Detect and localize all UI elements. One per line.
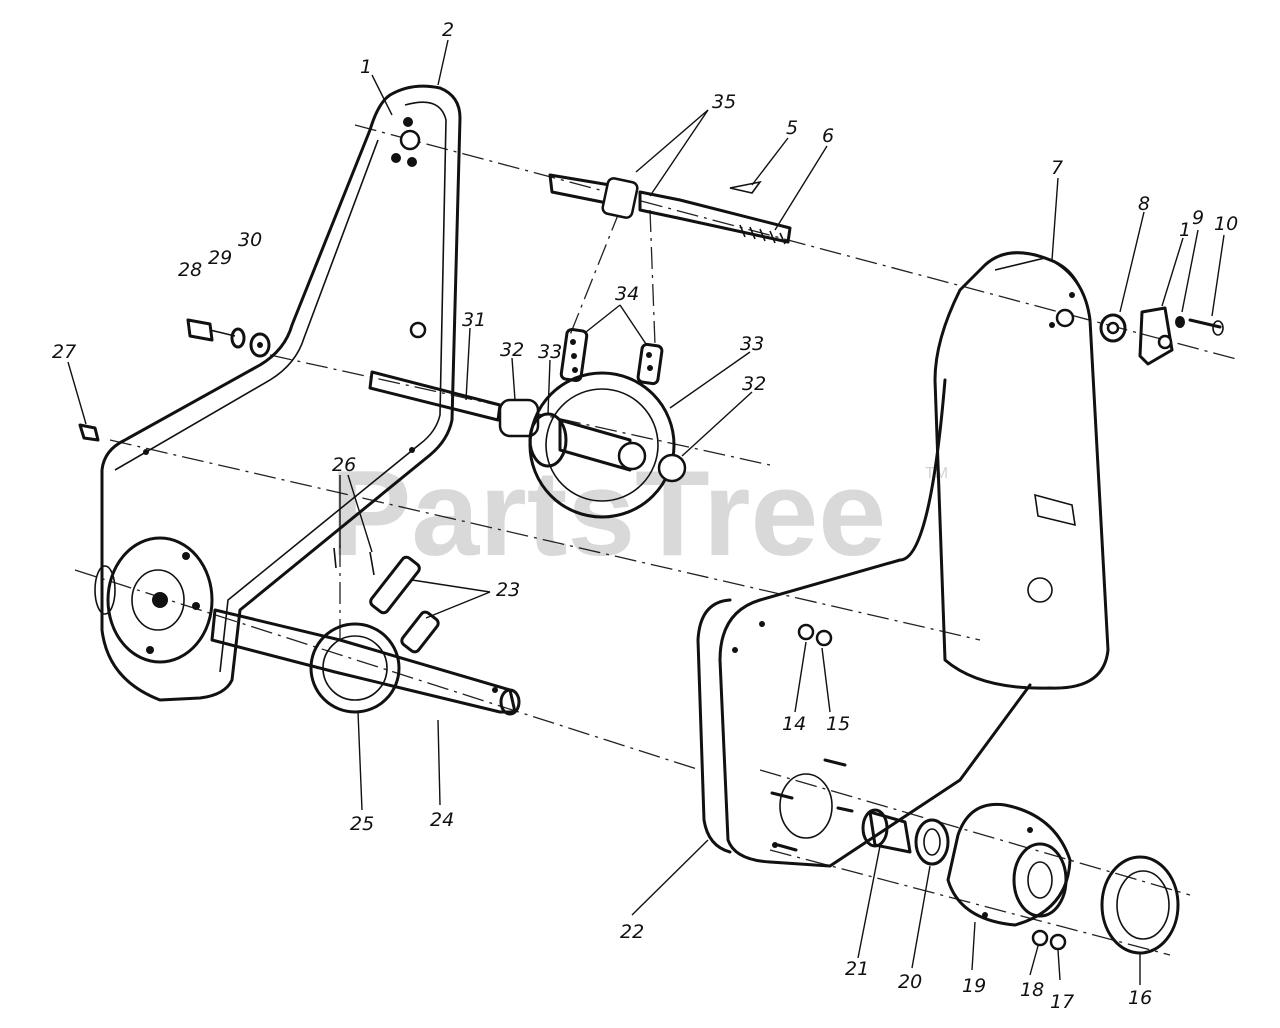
callout-18: 18 bbox=[1020, 979, 1044, 1001]
callout-15: 15 bbox=[826, 713, 850, 735]
callout-29: 29 bbox=[208, 247, 232, 269]
callout-1b: 1 bbox=[1179, 219, 1191, 241]
callout-7: 7 bbox=[1051, 157, 1063, 179]
callout-22: 22 bbox=[620, 921, 644, 943]
callout-32a: 32 bbox=[500, 339, 524, 361]
callout-8: 8 bbox=[1138, 193, 1150, 215]
leader-lines bbox=[67, 39, 1225, 985]
chain-links-lower bbox=[333, 547, 440, 654]
callout-25: 25 bbox=[350, 813, 374, 835]
bolt-washer-set bbox=[78, 318, 271, 442]
callout-23: 23 bbox=[496, 579, 520, 601]
callout-33a: 33 bbox=[538, 341, 562, 363]
callout-33b: 33 bbox=[740, 333, 764, 355]
callout-26: 26 bbox=[332, 454, 356, 476]
callout-2: 2 bbox=[442, 19, 454, 41]
callout-20: 20 bbox=[898, 971, 922, 993]
callout-14: 14 bbox=[782, 713, 806, 735]
callout-34: 34 bbox=[615, 283, 639, 305]
lower-shaft bbox=[210, 608, 521, 716]
callouts: 1 2 35 5 6 7 8 1 9 10 28 29 30 34 27 31 … bbox=[52, 19, 1238, 1013]
callout-16: 16 bbox=[1128, 987, 1152, 1009]
callout-28: 28 bbox=[178, 259, 202, 281]
upper-shaft bbox=[548, 173, 792, 245]
left-frame bbox=[94, 84, 462, 702]
callout-30: 30 bbox=[238, 229, 262, 251]
center-lines bbox=[74, 124, 1241, 956]
callout-19: 19 bbox=[962, 975, 986, 997]
callout-6: 6 bbox=[822, 125, 834, 147]
watermark-text: PartsTree bbox=[330, 445, 886, 581]
watermark-trademark: TM bbox=[925, 465, 948, 482]
callout-31: 31 bbox=[462, 309, 486, 331]
callout-24: 24 bbox=[430, 809, 454, 831]
right-bearing-set bbox=[1099, 306, 1224, 366]
callout-5: 5 bbox=[786, 117, 798, 139]
nut-washer-upper bbox=[797, 623, 833, 647]
callout-17: 17 bbox=[1050, 991, 1074, 1013]
callout-10: 10 bbox=[1214, 213, 1238, 235]
hub-assembly bbox=[861, 802, 1180, 955]
studs bbox=[770, 758, 854, 852]
callout-35: 35 bbox=[712, 91, 736, 113]
chain-links-upper bbox=[559, 327, 664, 386]
callout-27: 27 bbox=[52, 341, 76, 363]
right-case bbox=[696, 251, 1110, 868]
callout-1: 1 bbox=[360, 56, 372, 78]
callout-32b: 32 bbox=[742, 373, 766, 395]
callout-21: 21 bbox=[845, 958, 869, 980]
callout-9: 9 bbox=[1192, 207, 1204, 229]
